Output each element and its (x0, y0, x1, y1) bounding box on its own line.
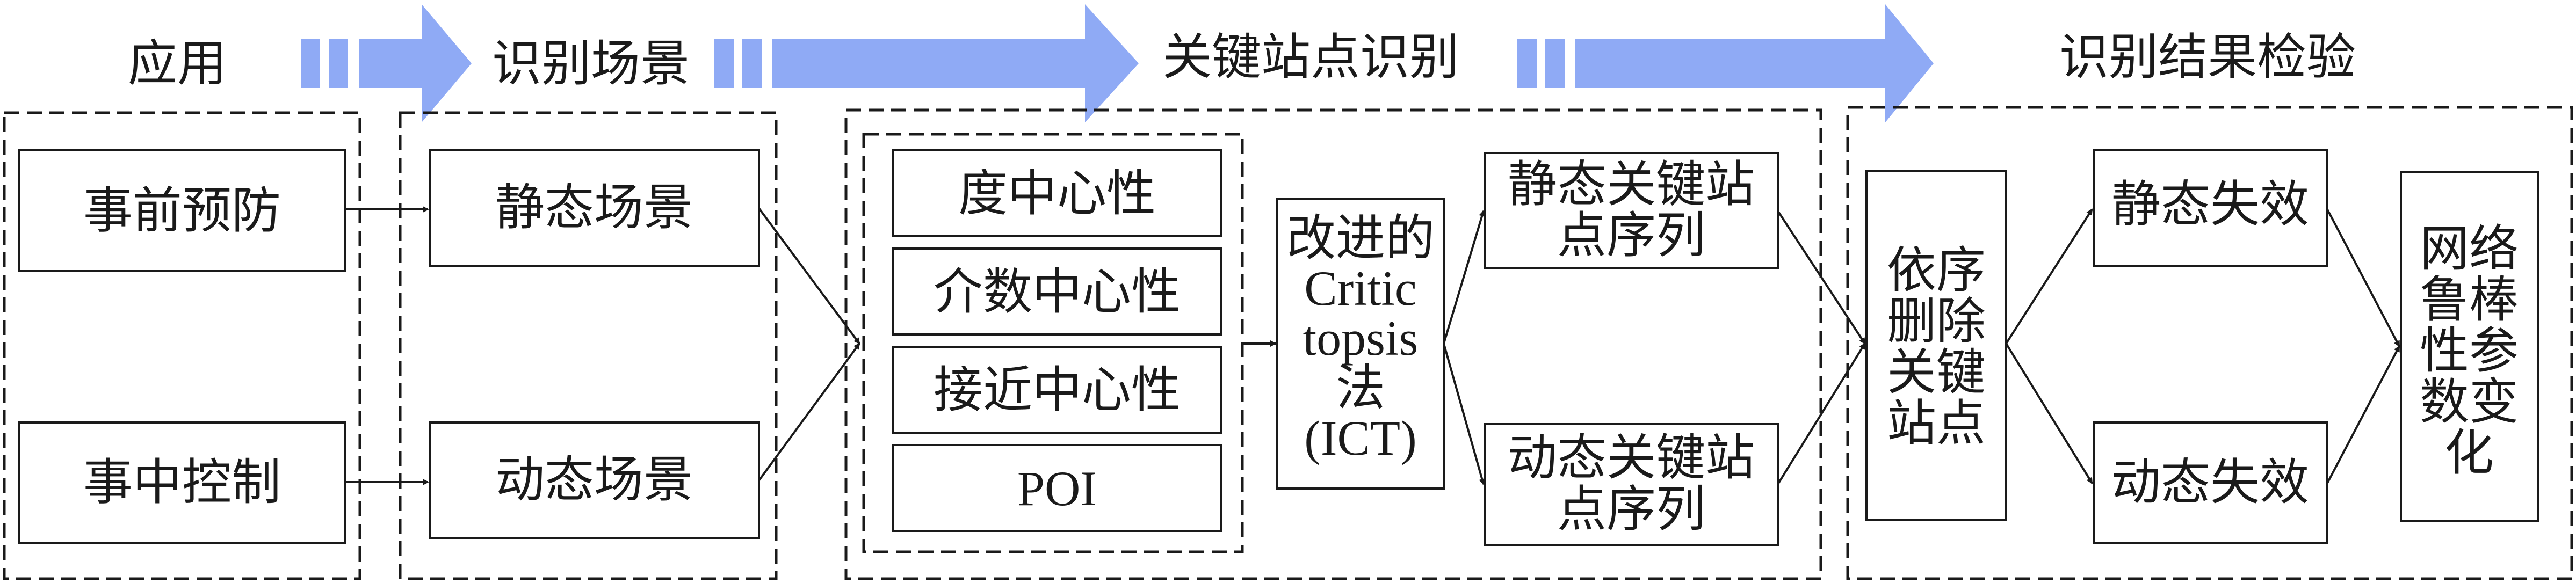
flow-arrow-2 (714, 4, 1139, 122)
box-poi: POI (892, 444, 1222, 532)
removal-line-2: 删除 (1887, 293, 1986, 350)
box-closeness-centrality: 接近中心性 (892, 346, 1222, 434)
ict-line-4: 法 (1336, 359, 1385, 417)
static-sequence-line-1: 静态关键站 (1508, 156, 1755, 213)
static-sequence-line-2: 点序列 (1557, 207, 1705, 264)
stage-title-scenario: 识别场景 (492, 35, 690, 92)
box-control: 事中控制 (18, 421, 346, 544)
robustness-line-3: 性参 (2420, 322, 2519, 380)
arrow-static-to-indicators (758, 207, 860, 345)
box-static-sequence: 静态关键站 点序列 (1484, 152, 1779, 269)
arrow-dynamic-to-indicators (758, 342, 860, 482)
box-ordered-removal: 依序 删除 关键 站点 (1865, 170, 2007, 521)
robustness-line-5: 化 (2444, 424, 2494, 482)
dynamic-sequence-line-2: 点序列 (1557, 480, 1705, 538)
ict-line-3: topsis (1303, 311, 1419, 366)
arrow-dynamic-sequence-to-removal (1777, 342, 1866, 485)
dynamic-sequence-line-1: 动态关键站 (1508, 429, 1755, 486)
stage-title-key-station-identification: 关键站点识别 (1162, 28, 1459, 86)
flow-arrow-3 (1517, 4, 1934, 122)
stage-title-application: 应用 (128, 35, 227, 92)
dynamic-scenario-label: 动态场景 (495, 451, 693, 508)
robustness-line-1: 网络 (2420, 220, 2519, 278)
control-label: 事中控制 (83, 454, 281, 511)
group-application (3, 111, 361, 580)
robustness-line-4: 数变 (2420, 373, 2519, 431)
box-dynamic-failure: 动态失效 (2093, 421, 2328, 544)
ict-line-1: 改进的 (1286, 209, 1435, 267)
static-scenario-label: 静态场景 (495, 179, 693, 236)
closeness-centrality-label: 接近中心性 (934, 361, 1181, 419)
arrow-removal-to-static-failure (2005, 208, 2093, 345)
arrow-static-failure-to-robustness (2326, 209, 2400, 347)
flow-arrow-1 (301, 4, 472, 122)
group-key-station-identification (844, 108, 1822, 580)
box-robustness-change: 网络 鲁棒 性参 数变 化 (2400, 171, 2539, 522)
box-static-scenario: 静态场景 (429, 149, 760, 267)
poi-label: POI (1017, 461, 1097, 516)
arrow-ict-to-dynamic-sequence (1443, 343, 1486, 485)
stage-title-verification: 识别结果检验 (2059, 28, 2356, 86)
removal-line-3: 关键 (1887, 344, 1986, 401)
box-static-failure: 静态失效 (2093, 149, 2328, 267)
box-dynamic-sequence: 动态关键站 点序列 (1484, 423, 1779, 546)
box-betweenness-centrality: 介数中心性 (892, 247, 1222, 336)
removal-line-4: 站点 (1887, 395, 1986, 452)
static-failure-label: 静态失效 (2111, 176, 2309, 233)
degree-centrality-label: 度中心性 (958, 165, 1156, 222)
box-prevention: 事前预防 (18, 149, 346, 272)
box-ict-method: 改进的 Critic topsis 法 (ICT) (1276, 198, 1445, 490)
removal-line-1: 依序 (1887, 242, 1986, 299)
arrow-dynamic-failure-to-robustness (2326, 345, 2400, 484)
arrow-static-sequence-to-removal (1777, 210, 1866, 345)
arrow-ict-to-static-sequence (1443, 210, 1485, 344)
betweenness-centrality-label: 介数中心性 (934, 263, 1181, 320)
group-scenario (399, 111, 778, 580)
arrow-removal-to-dynamic-failure (2005, 342, 2093, 484)
prevention-label: 事前预防 (83, 182, 281, 239)
robustness-line-2: 鲁棒 (2420, 271, 2519, 329)
connectors (345, 206, 2400, 485)
group-verification (1846, 106, 2573, 580)
ict-line-5: (ICT) (1304, 411, 1416, 465)
box-dynamic-scenario: 动态场景 (429, 421, 760, 539)
ict-line-2: Critic (1304, 261, 1417, 316)
dynamic-failure-label: 动态失效 (2111, 454, 2309, 511)
box-degree-centrality: 度中心性 (892, 149, 1222, 237)
